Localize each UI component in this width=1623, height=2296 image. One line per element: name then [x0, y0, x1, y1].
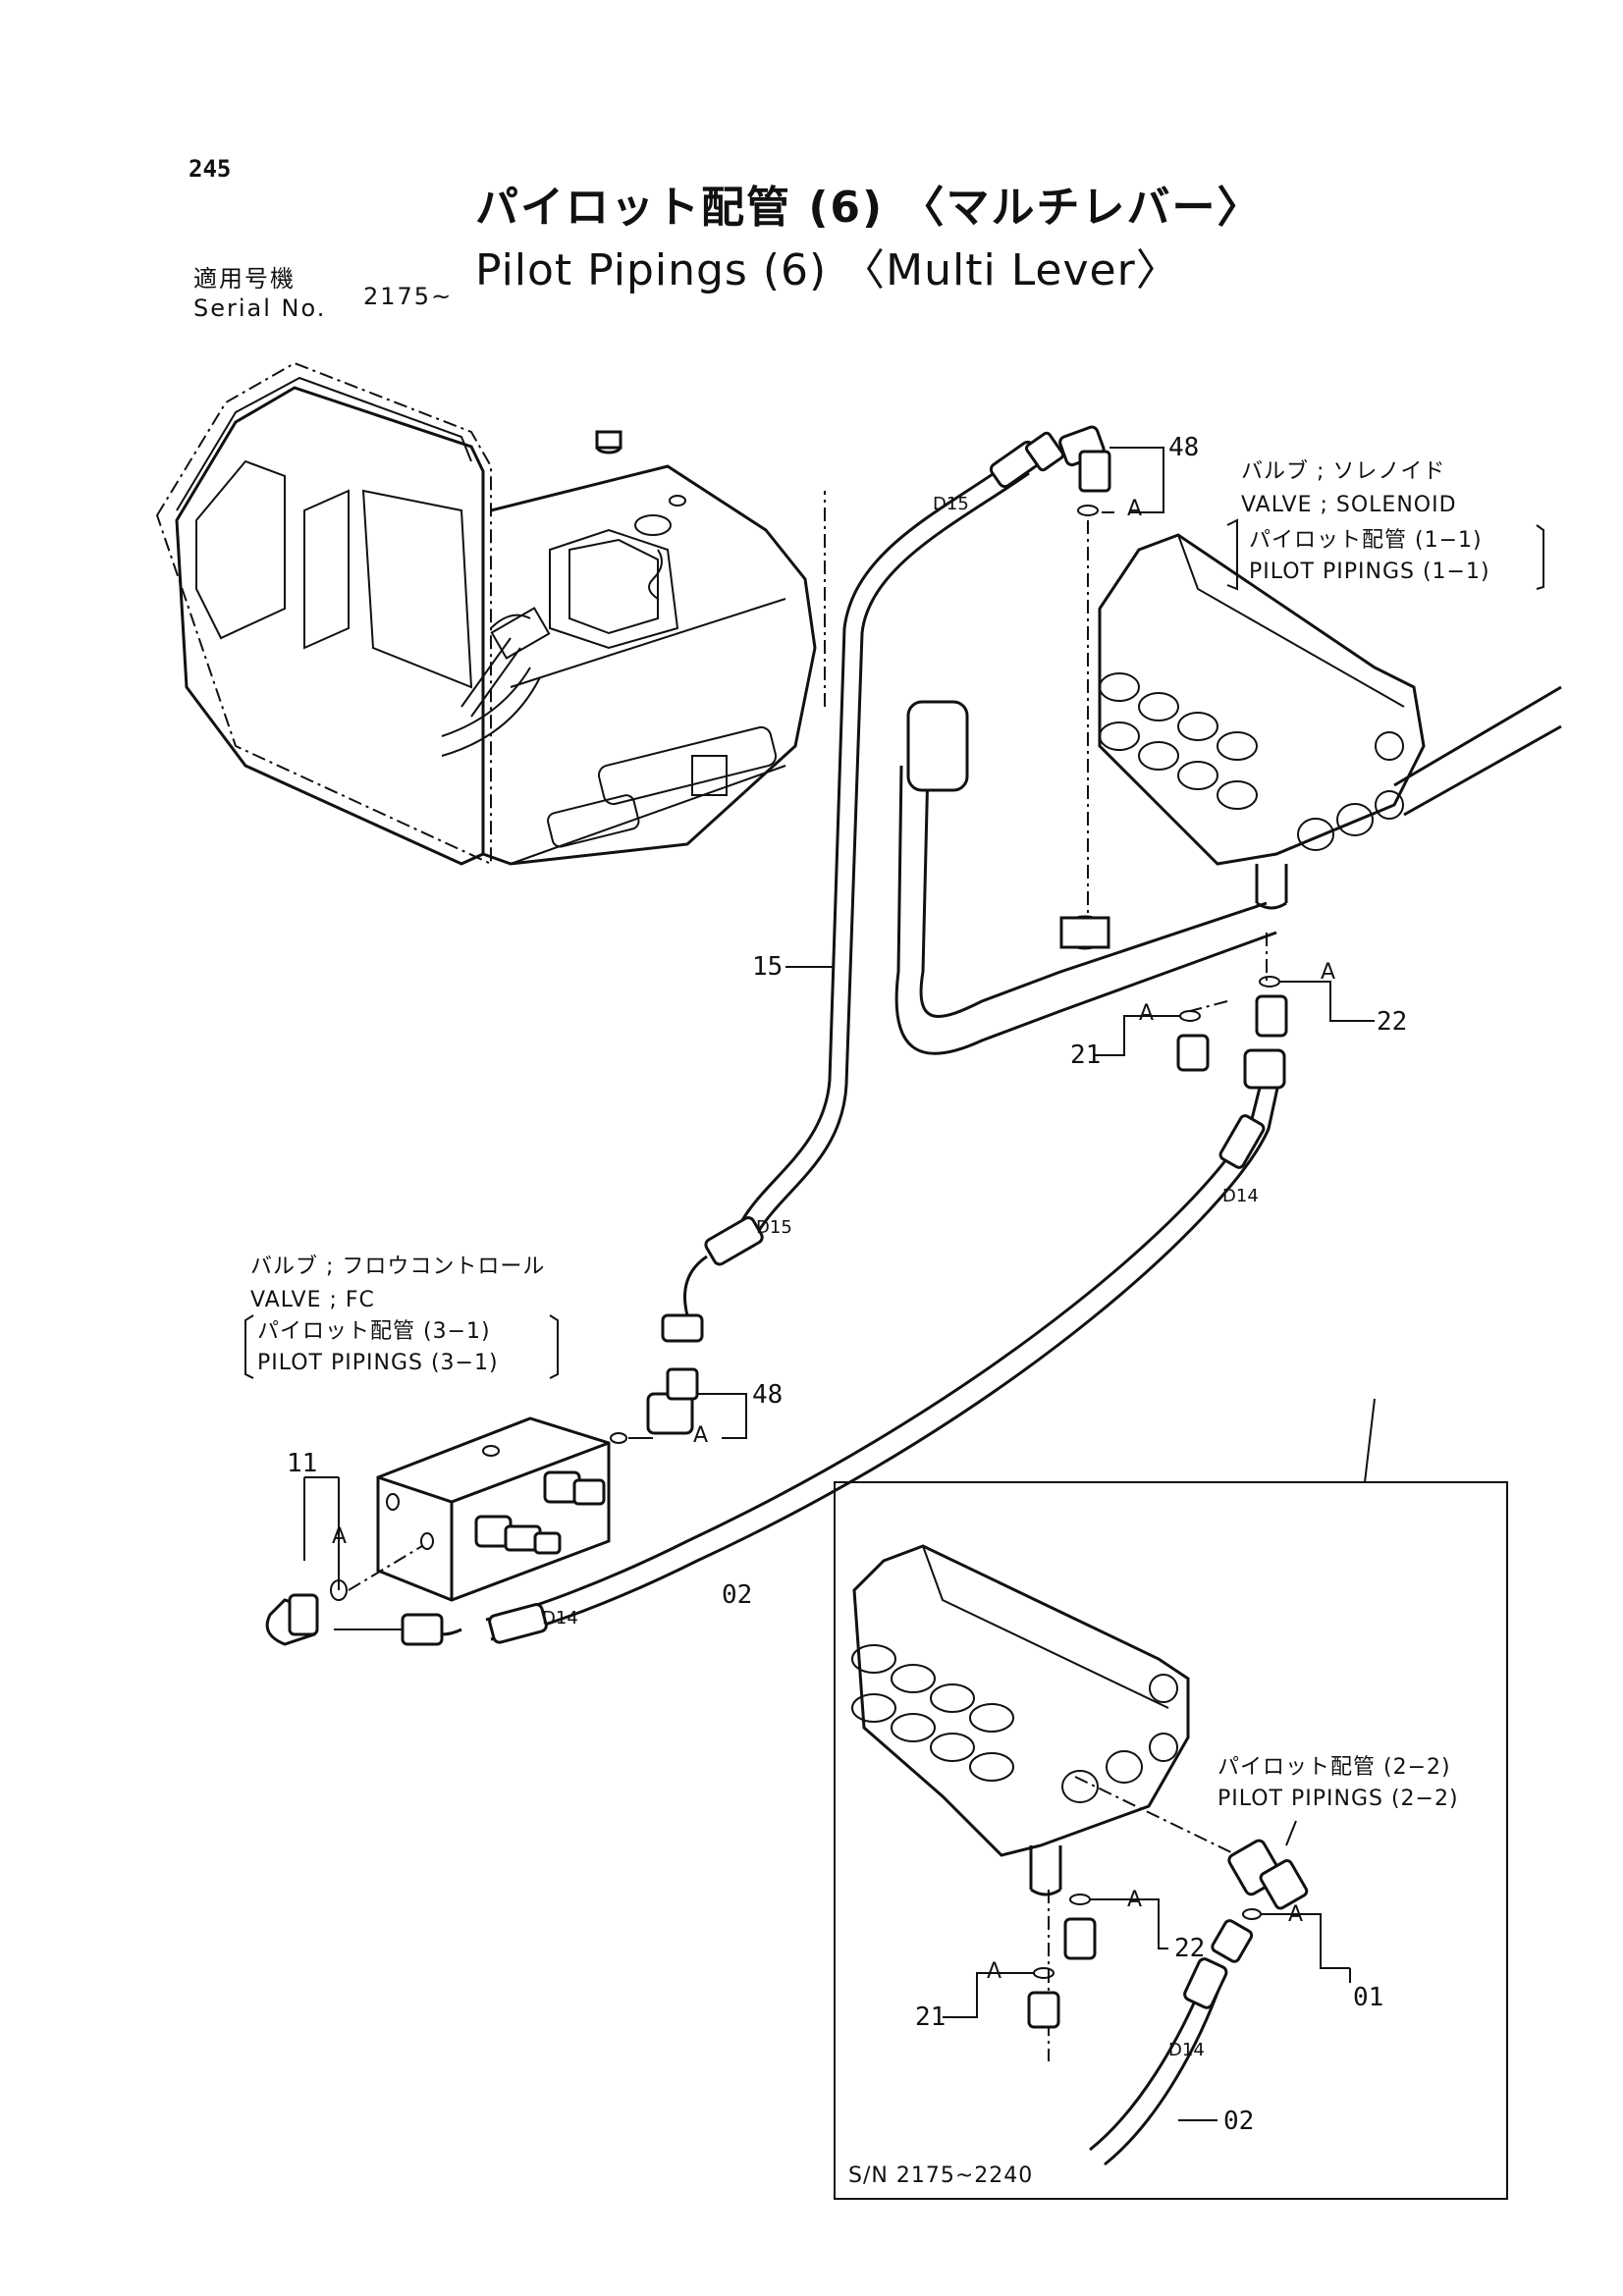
fc-valve-label-jp: バルブ ; フロウコントロール	[250, 1255, 546, 1279]
callout-21-inset: 21	[915, 2002, 947, 2032]
title-japanese: パイロット配管 (6) 〈マルチレバー〉	[475, 183, 1263, 233]
marker-a-6: A	[1127, 1888, 1144, 1912]
fc-ref-jp: パイロット配管 (3−1)	[257, 1319, 491, 1344]
marker-a-5: A	[332, 1524, 349, 1549]
fittings-21-22-top	[1095, 933, 1370, 1072]
page-number: 245	[189, 155, 232, 183]
bracket-fc	[244, 1314, 254, 1379]
hose-02	[334, 1048, 1286, 1646]
fc-ref-en: PILOT PIPINGS (3−1)	[257, 1351, 499, 1375]
callout-22-inset: 22	[1174, 1934, 1206, 1963]
marker-a-2: A	[1321, 960, 1337, 985]
title-english: Pilot Pipings (6) 〈Multi Lever〉	[475, 245, 1180, 295]
callout-01: 01	[1353, 1983, 1384, 2012]
marker-a-3: A	[1139, 1001, 1156, 1026]
solenoid-valve	[894, 533, 1562, 1055]
hose-mark-d15-top: D15	[933, 494, 969, 514]
callout-48-top: 48	[1168, 433, 1200, 462]
bracket-fc-right	[549, 1314, 559, 1379]
solenoid-ref-jp: パイロット配管 (1−1)	[1249, 528, 1483, 553]
inset-detail	[834, 1481, 1508, 2200]
marker-a-7: A	[1288, 1902, 1305, 1927]
marker-a-1: A	[1127, 497, 1144, 521]
hose-mark-d14-bottom: D14	[542, 1608, 578, 1629]
callout-48-fc: 48	[752, 1380, 784, 1410]
marker-a-8: A	[987, 1959, 1003, 1984]
callout-02-inset: 02	[1223, 2107, 1255, 2136]
callout-02-main: 02	[722, 1580, 753, 1610]
serial-label-english: Serial No.	[193, 294, 327, 322]
inset-ref-jp: パイロット配管 (2−2)	[1217, 1755, 1451, 1780]
callout-21-top: 21	[1070, 1041, 1102, 1070]
inset-ref-en: PILOT PIPINGS (2−2)	[1217, 1787, 1459, 1811]
leader-inset-ref	[1364, 1398, 1376, 1483]
flow-control-valve	[376, 1367, 747, 1602]
hose-mark-d14-top: D14	[1222, 1186, 1259, 1206]
elbow-fitting-48-top	[1058, 425, 1164, 913]
elbow-fitting-11	[265, 1476, 423, 1646]
callout-22-top: 22	[1377, 1007, 1408, 1037]
solenoid-valve-label-jp: バルブ ; ソレノイド	[1241, 459, 1446, 484]
bracket-solenoid	[1226, 518, 1238, 591]
excavator-illustration	[155, 361, 826, 866]
inset-serial-range: S/N 2175~2240	[848, 2163, 1034, 2188]
solenoid-valve-label-en: VALVE ; SOLENOID	[1241, 493, 1457, 517]
marker-a-4: A	[693, 1423, 710, 1448]
bracket-solenoid-right	[1536, 524, 1544, 590]
fc-valve-label-en: VALVE ; FC	[250, 1288, 375, 1312]
hose-mark-d15-bottom: D15	[756, 1217, 792, 1238]
callout-15: 15	[752, 952, 784, 982]
hose-mark-d14-inset: D14	[1168, 2040, 1205, 2060]
serial-value: 2175~	[363, 283, 454, 310]
callout-11: 11	[287, 1449, 318, 1478]
hose-15	[661, 431, 1065, 1343]
solenoid-ref-en: PILOT PIPINGS (1−1)	[1249, 560, 1490, 584]
serial-label-japanese: 適用号機	[193, 265, 296, 293]
